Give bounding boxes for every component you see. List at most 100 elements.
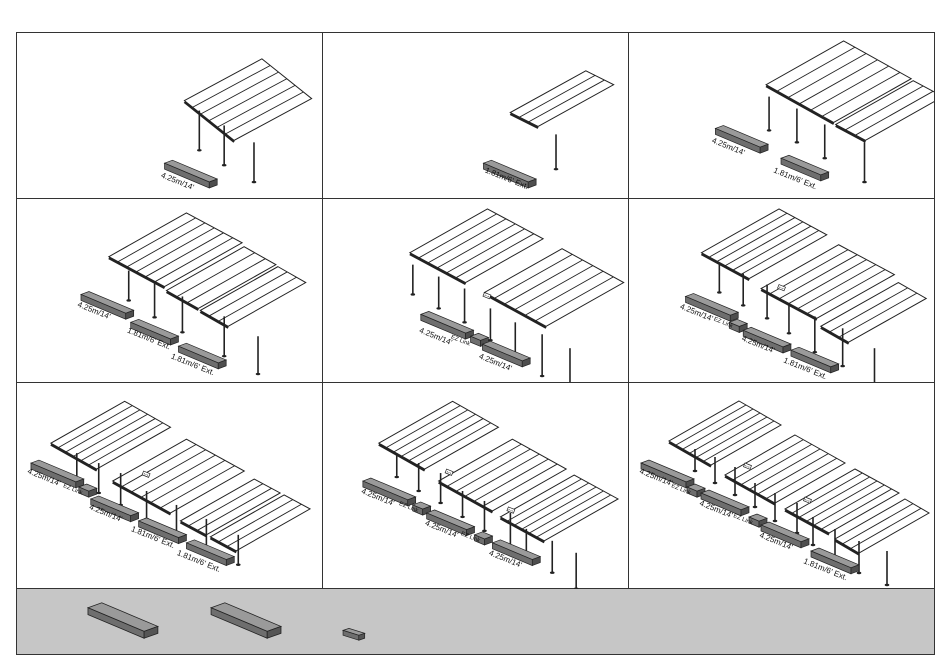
roof-panel: [107, 212, 244, 289]
roof-panel: [834, 498, 930, 556]
svg-text:⟷: ⟷: [446, 470, 452, 476]
kit-box: [491, 539, 542, 567]
configuration-panel-2: 1.81m/6' Ext.: [323, 33, 629, 199]
kit-box: [790, 346, 840, 374]
support-post: [822, 124, 828, 160]
ez-link-icon: ⟷: [777, 284, 786, 292]
svg-text:⟷: ⟷: [484, 293, 490, 299]
roof-panel: [183, 58, 313, 143]
roof-panel: [209, 494, 312, 554]
support-post: [812, 316, 818, 354]
configuration-panel-4: 4.25m/14'1.81m/6' Ext.1.81m/6' Ext.: [17, 199, 323, 383]
svg-text:⟷: ⟷: [508, 508, 514, 514]
support-post: [235, 534, 241, 566]
roof-panel: [408, 208, 545, 285]
kit-box: [89, 495, 140, 523]
roof-panel: [819, 281, 928, 345]
configuration-drawing: 4.25m/14'1.81m/6' Ext.1.81m/6' Ext.: [76, 212, 307, 377]
support-post: [180, 296, 185, 334]
roof-panel: [834, 80, 934, 143]
support-post: [873, 348, 876, 382]
ez-link-box: [77, 483, 98, 498]
support-post: [539, 334, 545, 378]
support-post: [251, 142, 257, 184]
kit-box: [163, 159, 219, 189]
ez-link-box: [728, 318, 749, 333]
support-post: [549, 540, 555, 574]
support-post: [840, 328, 845, 368]
roof-panel: [437, 438, 568, 514]
support-post: [766, 96, 772, 132]
support-post: [416, 463, 421, 493]
legend-bar: [16, 589, 935, 655]
support-post: [810, 517, 816, 547]
roof-panel: [765, 40, 913, 125]
roof-panel: [700, 208, 828, 282]
svg-text:⟷: ⟷: [143, 472, 149, 478]
roof-panel: [483, 248, 625, 329]
kit-box: [700, 489, 750, 517]
ez-link-icon: ⟷: [141, 470, 151, 478]
roof-panel: [111, 438, 246, 516]
ez-link-box: [748, 513, 768, 528]
support-post: [438, 473, 443, 505]
support-post: [786, 303, 792, 335]
support-post: [255, 336, 261, 376]
roof-panel: [499, 474, 620, 544]
configuration-drawing: 4.25m/14'1.81m/6' Ext.: [711, 40, 934, 191]
ez-link-icon: ⟷: [444, 468, 454, 476]
kit-box: [177, 342, 228, 370]
support-post: [460, 490, 465, 519]
kit-box: [760, 521, 810, 549]
configuration-panel-3: 4.25m/14'1.81m/6' Ext.: [629, 33, 934, 199]
kit-box: [129, 318, 180, 346]
legend-ez-link-box: [341, 628, 366, 641]
support-post: [692, 449, 698, 473]
support-post: [221, 316, 227, 358]
part-label: EZ Link: [732, 513, 754, 527]
support-post: [732, 467, 738, 497]
support-post: [152, 283, 157, 319]
support-post: [394, 453, 400, 479]
roof-panel: [49, 400, 172, 472]
support-post: [862, 142, 867, 184]
ez-link-box: [473, 531, 494, 546]
kit-box: [714, 125, 770, 154]
roof-panel: [667, 400, 783, 468]
kit-box: [425, 509, 476, 537]
roof-panel: [199, 266, 307, 329]
support-post: [462, 288, 467, 324]
support-post: [126, 270, 132, 302]
kit-box: [482, 159, 538, 189]
configuration-drawing: 1.81m/6' Ext.: [482, 70, 615, 191]
ez-link-icon: ⟷: [482, 292, 492, 300]
svg-text:⟷: ⟷: [744, 464, 750, 470]
ez-link-icon: ⟷: [743, 462, 752, 470]
support-post: [740, 273, 746, 307]
ez-link-icon: ⟷: [803, 496, 812, 504]
kit-box: [137, 517, 188, 545]
support-post: [712, 457, 718, 485]
kit-box: [810, 547, 860, 575]
legend-extension-box: [209, 602, 283, 639]
support-post: [436, 276, 441, 310]
support-post: [884, 551, 890, 587]
kit-box: [684, 293, 740, 322]
roof-panel: [509, 70, 615, 129]
configuration-panel-1: 4.25m/14': [17, 33, 323, 199]
support-post: [197, 110, 202, 152]
roof-panel: [377, 400, 500, 472]
kit-box: [185, 539, 236, 567]
support-post: [221, 125, 227, 167]
legend-base-box: [86, 602, 159, 639]
support-post: [482, 500, 487, 533]
kit-box: [742, 326, 792, 354]
kit-box: [80, 291, 135, 320]
